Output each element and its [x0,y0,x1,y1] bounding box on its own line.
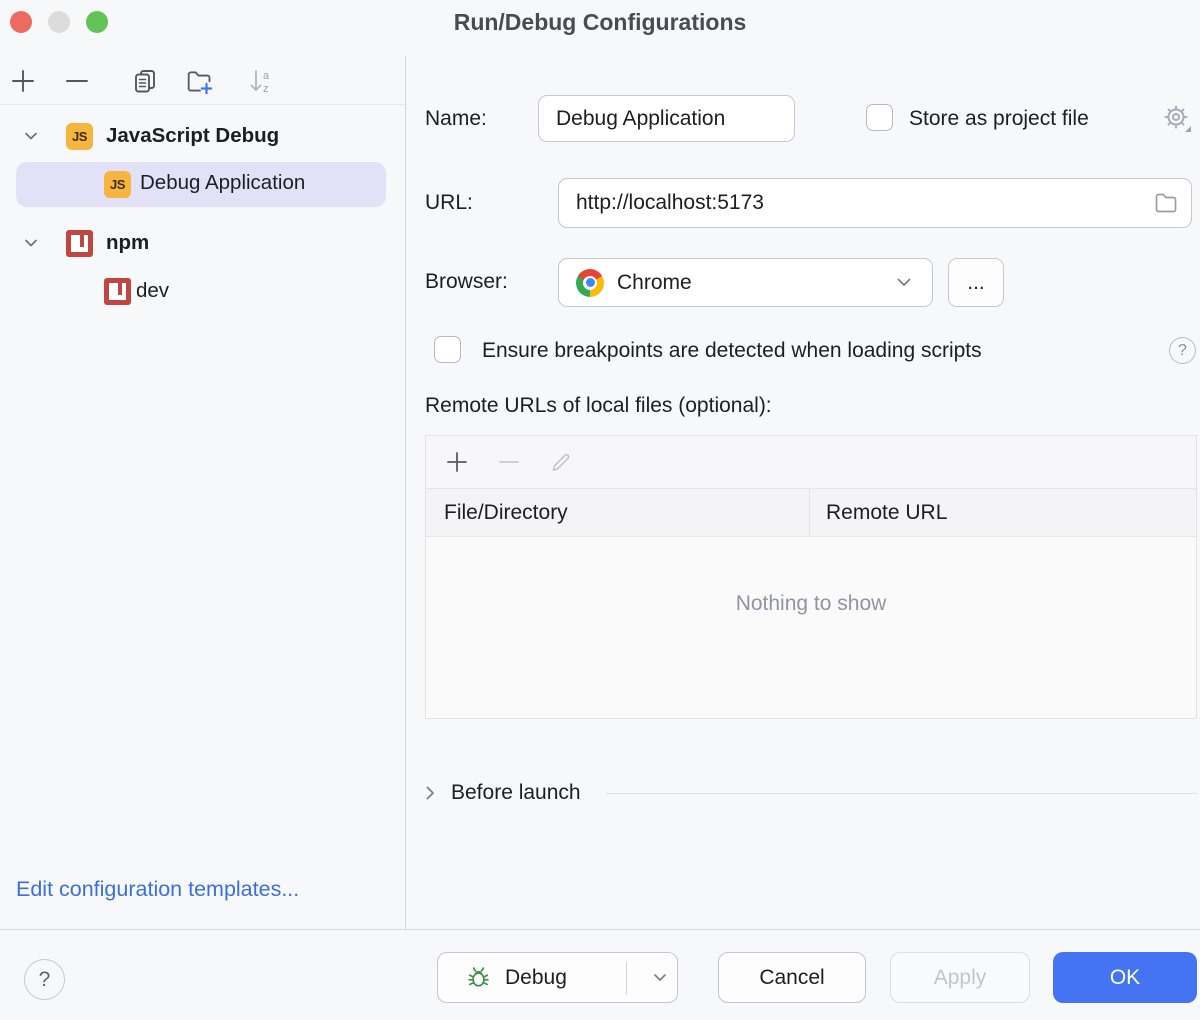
url-input[interactable] [558,178,1192,228]
debug-bug-icon [468,967,489,987]
store-as-project-file-checkbox[interactable] [866,104,893,131]
close-window-button[interactable] [10,11,32,33]
copy-icon [135,70,155,93]
edit-configuration-templates-link[interactable]: Edit configuration templates... [16,877,300,901]
remove-row-button minus-icon[interactable] [496,449,522,475]
url-field-wrap [558,178,1192,228]
ensure-breakpoints-checkbox[interactable] [434,336,461,363]
browse-folder-icon[interactable] [1153,190,1179,216]
toolbar-separator [0,104,405,105]
folder-plus-icon [187,71,213,95]
url-label: URL: [425,191,473,214]
table-body[interactable]: Nothing to show [426,537,1196,718]
chevron-down-icon[interactable] [24,238,38,248]
before-launch-section[interactable]: Before launch [425,776,1197,810]
debug-button-label: Debug [505,965,567,989]
cancel-button[interactable]: Cancel [718,952,866,1003]
zoom-window-button[interactable] [86,11,108,33]
sort-configurations-button[interactable]: a z [246,66,276,96]
chrome-icon [576,268,604,297]
tree-item-javascript-debug[interactable]: JS JavaScript Debug [0,114,405,158]
javascript-icon: JS [104,171,131,198]
tree-item-debug-application-selected[interactable]: JS Debug Application [16,162,386,207]
help-button[interactable]: ? [24,959,65,1000]
browser-selected-value: Chrome [617,270,692,294]
sidebar-divider [405,56,406,930]
footer-divider [0,929,1200,930]
name-input[interactable] [538,95,795,142]
dialog-title: Run/Debug Configurations [453,9,747,35]
chevron-right-icon[interactable] [425,785,436,801]
javascript-icon: JS [66,122,93,150]
tree-item-label: dev [136,279,170,302]
tree-item-label: JavaScript Debug [106,124,280,147]
gear-icon [1164,105,1191,132]
tree-item-dev[interactable]: dev [0,269,405,313]
table-toolbar [426,436,1196,489]
edit-row-button pencil-icon[interactable] [548,449,574,475]
table-empty-text: Nothing to show [735,592,887,615]
sort-alphabetically-icon: a z [250,70,270,95]
copy-configuration-button[interactable] [130,66,160,96]
npm-icon [104,277,131,305]
new-folder-button[interactable] [184,66,214,96]
tree-item-npm[interactable]: npm [0,221,405,265]
chevron-down-icon[interactable] [24,131,38,141]
minus-icon [66,80,88,82]
browser-select[interactable]: Chrome [558,258,933,307]
store-options-button[interactable] [1160,102,1194,141]
column-header-file-directory: File/Directory [426,489,810,536]
remote-urls-table: File/Directory Remote URL Nothing to sho… [425,435,1197,719]
tree-item-label: Debug Application [140,171,306,194]
add-configuration-button[interactable] [8,66,38,96]
store-as-project-file-label: Store as project file [909,107,1089,130]
apply-button[interactable]: Apply [890,952,1030,1003]
plus-icon [12,70,34,92]
add-row-button plus-icon[interactable] [444,449,470,475]
remote-urls-label: Remote URLs of local files (optional): [425,394,772,417]
npm-icon [66,229,93,257]
dropdown-corner-triangle [1185,126,1191,132]
breakpoints-help-icon[interactable]: ? [1169,337,1196,364]
minimize-window-button[interactable] [48,11,70,33]
before-launch-label: Before launch [451,781,581,804]
tree-item-label: npm [106,231,150,254]
table-header: File/Directory Remote URL [426,489,1196,537]
chevron-down-icon [897,278,911,286]
chevron-down-icon [653,974,666,981]
debug-dropdown-button[interactable] [640,953,679,1002]
ensure-breakpoints-label: Ensure breakpoints are detected when loa… [482,339,982,362]
configurations-toolbar: a z [0,58,405,104]
name-label: Name: [425,107,487,130]
section-divider-line [605,792,1197,794]
split-button-separator [626,962,627,995]
svg-text:a: a [263,70,270,82]
browser-more-button[interactable]: ... [948,258,1004,307]
svg-text:z: z [263,83,269,95]
browser-label: Browser: [425,270,508,293]
column-header-remote-url: Remote URL [826,500,948,524]
ok-button[interactable]: OK [1053,952,1197,1003]
debug-split-button[interactable]: Debug [437,952,678,1003]
remove-configuration-button[interactable] [62,66,92,96]
